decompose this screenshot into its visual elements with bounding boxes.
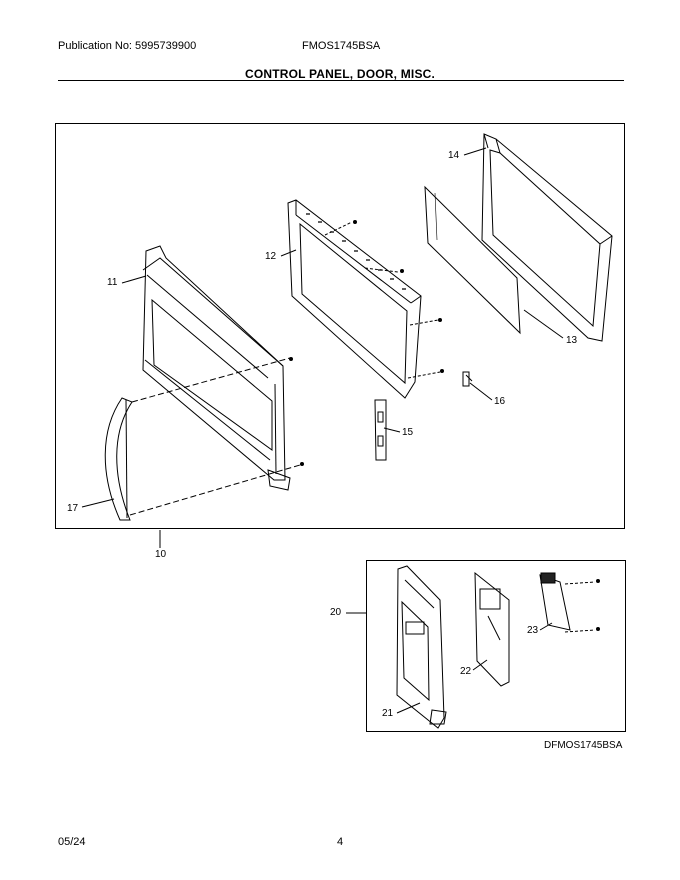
part-11-outer-door	[142, 245, 291, 491]
model-number: FMOS1745BSA	[302, 40, 381, 52]
callout-13: 13	[566, 335, 578, 346]
part-22-control-board	[474, 571, 510, 687]
publication-number: Publication No: 5995739900	[58, 40, 197, 52]
part-21-control-panel-housing	[396, 565, 447, 729]
callout-11: 11	[107, 277, 118, 288]
page-number: 4	[337, 836, 344, 848]
title-rule	[58, 80, 624, 81]
callout-12: 12	[265, 251, 277, 262]
part-12-inner-panel	[287, 199, 441, 399]
callout-15: 15	[402, 427, 414, 438]
part-13-glass	[424, 185, 521, 335]
callout-10: 10	[155, 549, 167, 560]
part-23-pcb-bracket	[539, 572, 596, 633]
page-title: CONTROL PANEL, DOOR, MISC.	[244, 67, 436, 81]
diagram-code: DFMOS1745BSA	[544, 740, 623, 751]
door-assembly-frame	[55, 123, 625, 529]
control-panel-frame	[366, 560, 626, 732]
callout-22: 22	[460, 666, 472, 677]
part-15-latch	[374, 399, 387, 461]
part-14-door-frame	[481, 133, 613, 342]
callout-17: 17	[67, 503, 79, 514]
part-16-latch-hook	[462, 371, 473, 387]
footer-date: 05/24	[58, 836, 86, 848]
part-17-handle	[104, 397, 133, 521]
callout-20: 20	[330, 607, 342, 618]
callout-21: 21	[382, 708, 394, 719]
callout-23: 23	[527, 625, 539, 636]
callout-16: 16	[494, 396, 506, 407]
callout-14: 14	[448, 150, 460, 161]
